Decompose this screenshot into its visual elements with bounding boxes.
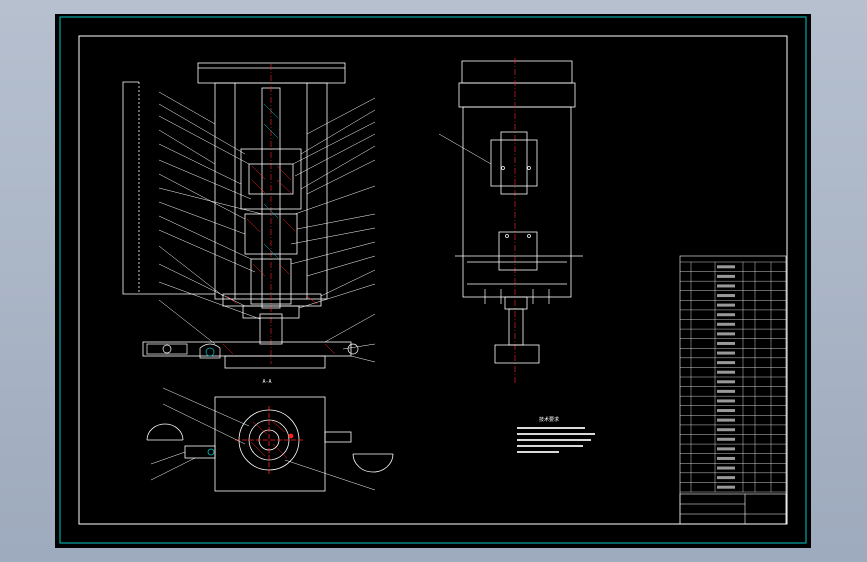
title-block-cell-text [717, 294, 735, 298]
side-view-bolts [484, 289, 550, 304]
base-clamp-left [146, 343, 359, 359]
title-block-cell-text [717, 437, 735, 441]
leader-lines-aa [150, 387, 376, 491]
title-block-rows [680, 261, 786, 493]
title-block-cell-text [717, 447, 735, 451]
title-block-cell-text [717, 418, 735, 422]
section-hatching-cyan [263, 103, 279, 259]
title-block-cell-text [717, 351, 735, 355]
drawing-sheet[interactable]: A-A [55, 14, 811, 548]
title-block-cell-text [717, 370, 735, 374]
title-block [679, 255, 787, 525]
title-block-cell-text [717, 428, 735, 432]
leader-lines-main [158, 91, 376, 363]
section-aa-view [146, 396, 394, 492]
title-block-cell-text [717, 303, 735, 307]
title-block-cell-text [717, 380, 735, 384]
title-block-cell-text [717, 332, 735, 336]
title-block-cell-text [717, 466, 735, 470]
title-block-cell-text [717, 476, 735, 480]
inner-frame-border [78, 35, 788, 525]
title-block-cell-text [717, 389, 735, 393]
cad-drawing-canvas: A-A [59, 16, 807, 544]
title-block-cell-text [717, 456, 735, 460]
section-aa-hatching [250, 419, 288, 459]
main-section-view [122, 62, 352, 369]
title-block-cell-text [717, 409, 735, 413]
title-block-cell-text [717, 341, 735, 345]
title-block-cell-text [717, 313, 735, 317]
technical-notes: 技术要求 [517, 416, 595, 453]
side-view-leader [438, 133, 492, 165]
title-block-cell-text [717, 485, 735, 489]
side-view [455, 58, 583, 384]
outer-sheet-border [59, 16, 807, 544]
tech-notes-title: 技术要求 [539, 416, 559, 423]
title-block-cell-text [717, 274, 735, 278]
title-block-cell-text [717, 399, 735, 403]
title-block-cell-text [717, 361, 735, 365]
title-block-cell-text [717, 265, 735, 269]
section-label: A-A [262, 379, 271, 385]
title-block-cell-text [717, 322, 735, 326]
title-block-cell-text [717, 284, 735, 288]
